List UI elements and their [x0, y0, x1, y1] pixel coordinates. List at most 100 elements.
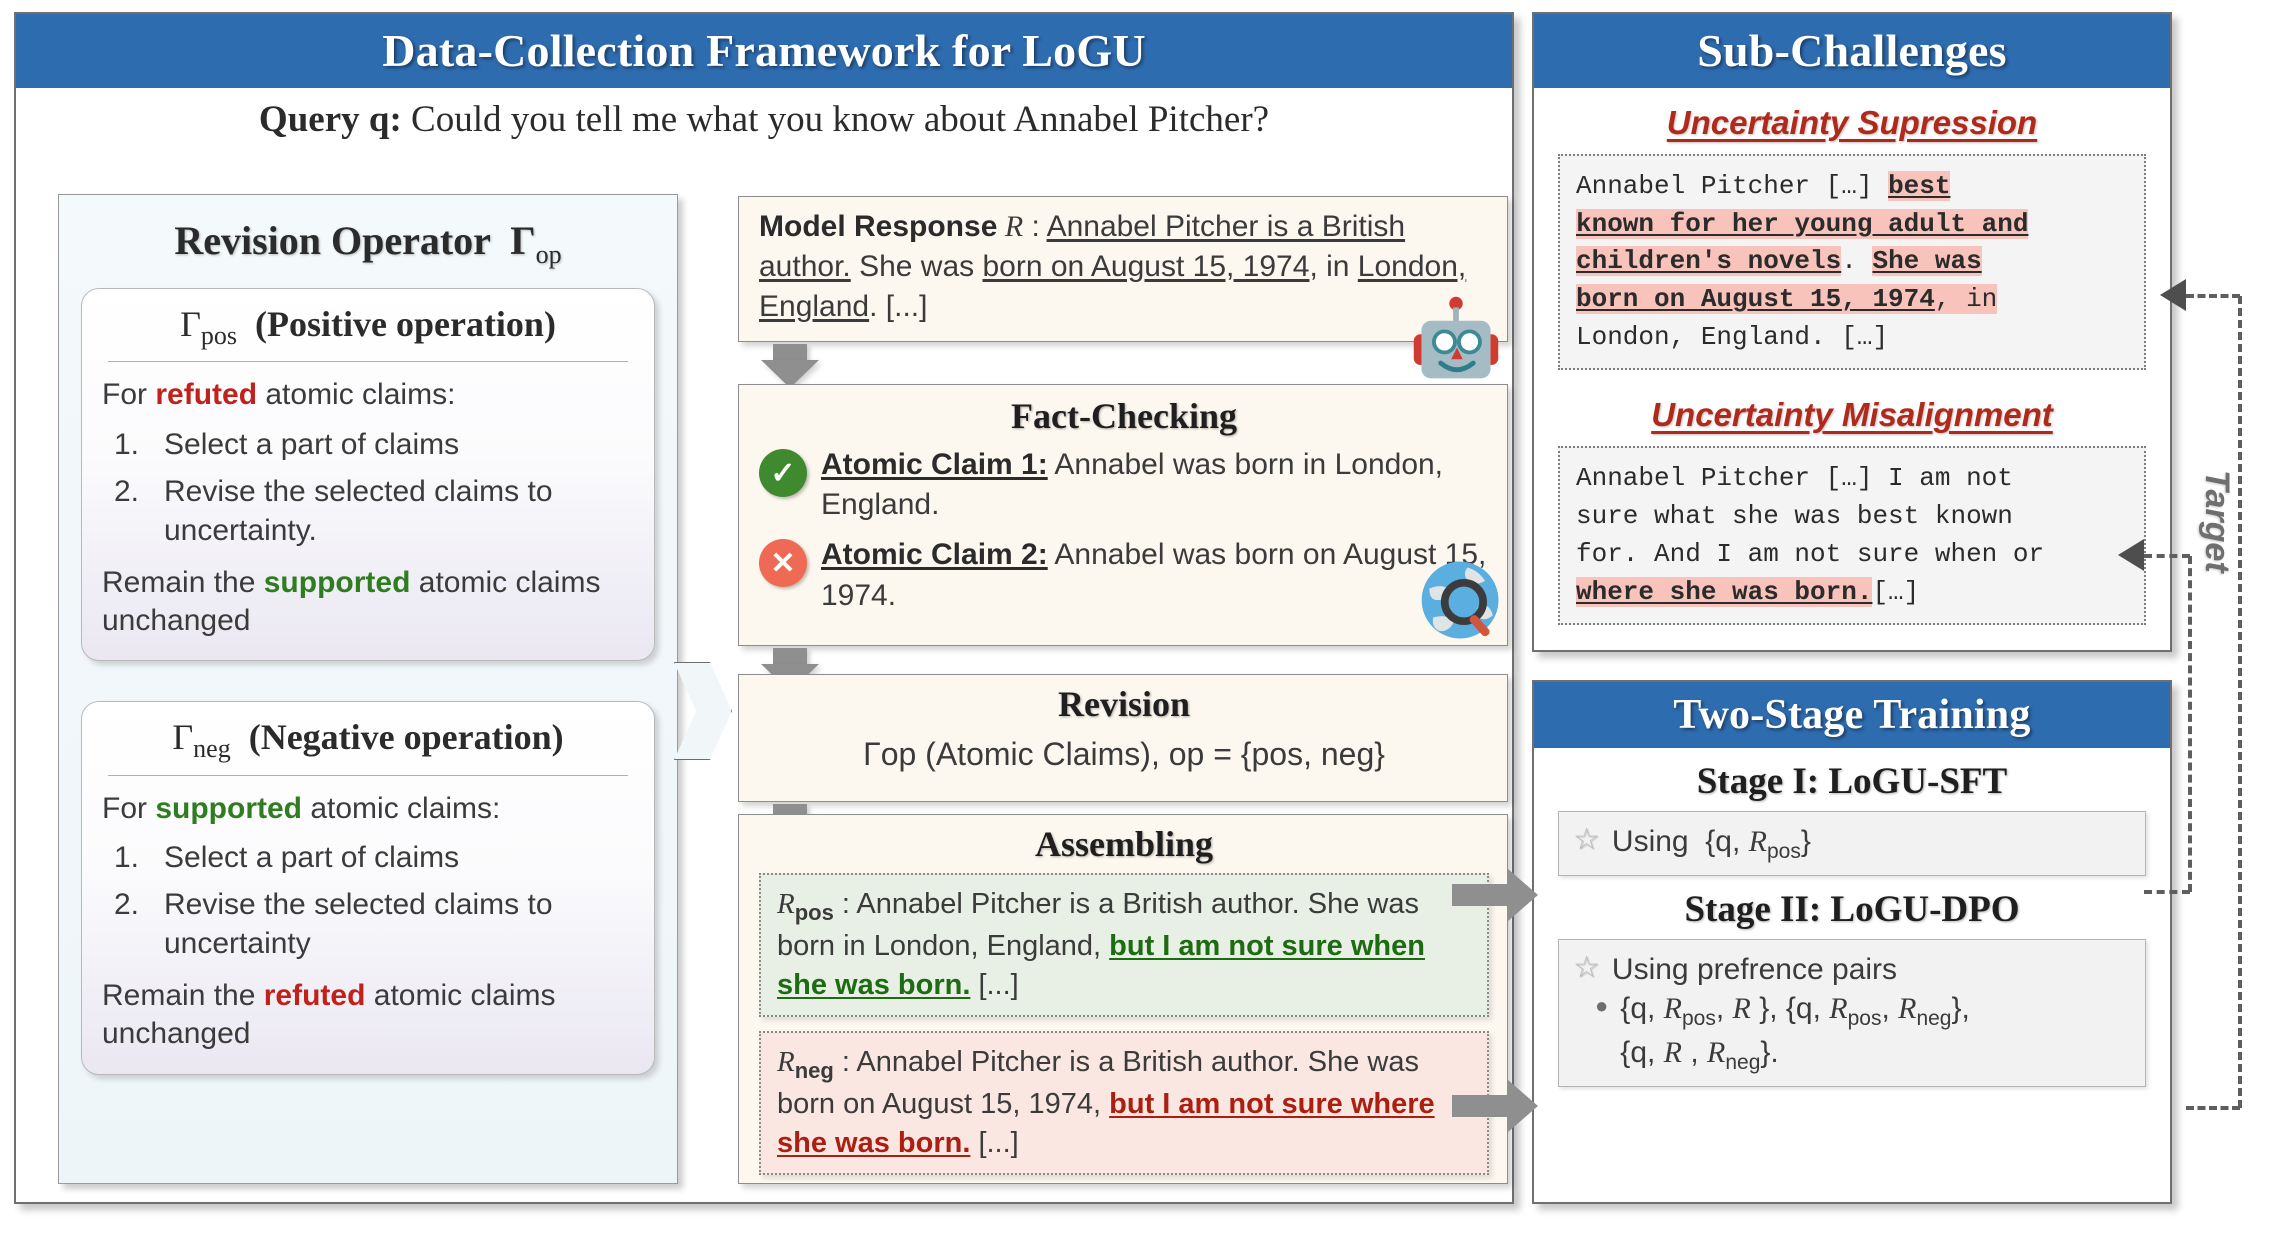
claim-row: ✕ Atomic Claim 2: Annabel was born on Au… — [759, 535, 1489, 615]
fact-checking-box: Fact-Checking ✓ Atomic Claim 1: Annabel … — [738, 384, 1508, 646]
divider — [108, 774, 628, 776]
arrow-to-stage1-head-icon — [1508, 869, 1538, 921]
two-stage-training-panel: Two-Stage Training Stage I: LoGU-SFT ☆ U… — [1532, 680, 2172, 1204]
model-response-seg2: She was — [850, 250, 983, 284]
target-arrow-head-misalignment-icon — [2118, 539, 2144, 571]
revision-title: Revision — [1057, 684, 1190, 724]
claim-text: Atomic Claim 1: Annabel was born in Lond… — [821, 445, 1489, 525]
revision-operator-title-text: Revision Operator — [174, 218, 491, 263]
claim-label: Atomic Claim 1: — [821, 448, 1048, 481]
stage-2-sub-text: {q, Rpos, R }, {q, Rpos, Rneg}, {q, R , … — [1620, 992, 1970, 1074]
uncertainty-misalignment-example: Annabel Pitcher […] I am not sure what s… — [1558, 446, 2146, 626]
flow-arrow-shaft — [773, 344, 807, 362]
positive-tail-pre: Remain the — [102, 565, 264, 599]
step-number: 2. — [114, 474, 140, 508]
mis-line3: for. And I am not sure when or — [1576, 538, 2045, 569]
assembled-positive-text: Rpos : Annabel Pitcher is a British auth… — [777, 888, 1425, 1002]
stage-2-bullet: ☆ Using prefrence pairs — [1573, 950, 2131, 989]
negative-tail: Remain the refuted atomic claims unchang… — [102, 977, 634, 1054]
uncertainty-misalignment-heading: Uncertainty Misalignment — [1651, 396, 2053, 434]
negative-operation-label: (Negative operation) — [248, 717, 564, 758]
model-response-box: Model Response R : Annabel Pitcher is a … — [738, 196, 1508, 342]
arrow-to-stage1 — [1452, 884, 1512, 906]
positive-intro-key: refuted — [155, 378, 258, 412]
check-icon: ✓ — [759, 449, 807, 497]
arrow-to-stage2-head-icon — [1508, 1080, 1538, 1132]
claim-label: Atomic Claim 2: — [821, 538, 1048, 572]
rneg-before: Annabel Pitcher is a British author. She… — [777, 1045, 1420, 1121]
rneg-colon: : — [833, 1045, 857, 1078]
target-dash-horizontal-outer-top — [2186, 294, 2240, 298]
supp-line4-plain: , in — [1934, 284, 1998, 315]
chevron-connector-icon — [674, 662, 732, 760]
list-item: 2.Revise the selected claims to uncertai… — [102, 885, 634, 963]
query-text: Could you tell me what you know about An… — [411, 99, 1270, 140]
claim-text: Atomic Claim 2: Annabel was born on Augu… — [821, 535, 1489, 615]
negative-intro-pre: For — [102, 791, 156, 825]
stage-1-bullet-text: Using {q, Rpos} — [1611, 825, 1811, 863]
target-dash-vertical-outer — [2238, 296, 2242, 1108]
model-response-seg6: . [...] — [869, 290, 928, 324]
cross-icon: ✕ — [759, 539, 807, 588]
negative-intro: For supported atomic claims: — [102, 790, 634, 828]
step-text: Revise the selected claims to uncertaint… — [164, 474, 553, 547]
list-item: 1.Select a part of claims — [102, 838, 634, 877]
assembled-negative-text: Rneg : Annabel Pitcher is a British auth… — [777, 1045, 1435, 1160]
arrow-to-stage2 — [1452, 1095, 1512, 1117]
negative-tail-key: refuted — [263, 978, 366, 1012]
rpos-before: Annabel Pitcher is a British author. She… — [777, 888, 1420, 963]
negative-intro-key: supported — [155, 791, 303, 825]
robot-icon — [1413, 296, 1499, 379]
negative-intro-post: atomic claims: — [302, 791, 501, 825]
supp-line2-hl: known for her young adult and — [1576, 208, 2029, 239]
target-label: Target — [2198, 470, 2236, 573]
stage-2-bullet-text: Using prefrence pairs — [1611, 953, 1898, 987]
query-label: Query q: — [258, 99, 402, 140]
revision-operator-box: Revision Operator Γop Γpos (Positive ope… — [58, 194, 678, 1184]
step-number: 1. — [114, 840, 140, 874]
step-number: 1. — [114, 427, 140, 461]
revision-box: Revision Γop (Atomic Claims), op = {pos,… — [738, 674, 1508, 802]
query-line: Query q: Could you tell me what you know… — [16, 98, 1512, 141]
stage-1-box: ☆ Using {q, Rpos} — [1558, 811, 2146, 877]
positive-tail-key: supported — [263, 565, 411, 599]
mis-line4-plain: […] — [1872, 576, 1920, 607]
model-response-seg4: , in — [1309, 250, 1358, 284]
positive-operation-label: (Positive operation) — [255, 304, 556, 344]
positive-intro: For refuted atomic claims: — [102, 376, 634, 414]
positive-intro-post: atomic claims: — [257, 378, 456, 412]
assembling-box: Assembling Rpos : Annabel Pitcher is a B… — [738, 814, 1508, 1184]
revision-formula: Γop (Atomic Claims), op = {pos, neg} — [863, 736, 1385, 772]
stage-2-box: ☆ Using prefrence pairs ● {q, Rpos, R },… — [1558, 939, 2146, 1087]
negative-operation-head: Γneg (Negative operation) — [172, 717, 564, 764]
positive-tail-post: atomic claims unchanged — [102, 565, 601, 637]
model-response-text: Model Response R : Annabel Pitcher is a … — [759, 210, 1467, 324]
step-number: 2. — [114, 887, 140, 921]
bullet-dot-icon: ● — [1595, 993, 1609, 1019]
assembling-title: Assembling — [1034, 824, 1214, 864]
target-dash-horizontal-outer-bottom — [2186, 1106, 2240, 1110]
rneg-highlight: but I am not sure where she was born. — [777, 1088, 1435, 1160]
positive-intro-pre: For — [102, 378, 156, 412]
assembled-positive-response: Rpos : Annabel Pitcher is a British auth… — [759, 873, 1489, 1017]
left-panel: Data-Collection Framework for LoGU Query… — [14, 12, 1514, 1204]
star-icon: ☆ — [1573, 951, 1600, 985]
sub-challenges-panel: Sub-Challenges Uncertainty Supression An… — [1532, 12, 2172, 652]
rpos-after: [...] — [970, 969, 1019, 1002]
target-dash-horizontal-inner-bottom — [2144, 890, 2190, 894]
mis-line4-hl: where she was born. — [1576, 576, 1873, 607]
negative-tail-pre: Remain the — [102, 978, 264, 1012]
model-response-label: Model Response — [759, 210, 998, 243]
left-panel-title: Data-Collection Framework for LoGU — [16, 14, 1512, 88]
fact-checking-title: Fact-Checking — [1011, 396, 1237, 436]
rpos-colon: : — [833, 888, 857, 920]
assembled-negative-response: Rneg : Annabel Pitcher is a British auth… — [759, 1030, 1489, 1175]
stage-2-title: Stage II: LoGU-DPO — [1684, 889, 2020, 931]
stage-1-title: Stage I: LoGU-SFT — [1696, 761, 2008, 802]
flow-arrow-shaft — [773, 648, 807, 666]
two-stage-training-title: Two-Stage Training — [1534, 682, 2170, 748]
supp-line1-plain: Annabel Pitcher […] — [1576, 171, 1889, 201]
flow-arrow-head-icon — [761, 360, 819, 388]
claim-body: Annabel was born in London, England. — [821, 448, 1444, 522]
